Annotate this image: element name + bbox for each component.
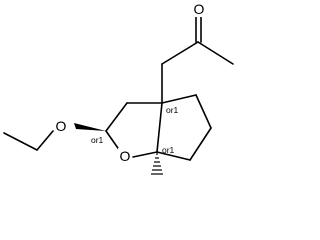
bond-o1-c6a <box>132 151 158 158</box>
bond-c3a-c4 <box>161 94 197 104</box>
oxygen-ketone-label: O <box>194 1 205 17</box>
stereo-label-c6a: or1 <box>162 145 175 155</box>
bond-ch2-carbonyl <box>161 41 199 65</box>
bond-c2-o1 <box>105 130 121 152</box>
hashed-bond-c6a-h <box>151 153 163 175</box>
bond-c4-c5 <box>195 94 212 129</box>
bond-c3-c2 <box>105 102 128 132</box>
bond-c6a-c3a <box>156 102 163 153</box>
bond-c6-c6a <box>156 151 191 161</box>
bond-carbonyl-methyl <box>197 41 234 65</box>
stereo-label-c3a: or1 <box>166 105 179 115</box>
bond-c5-c6 <box>189 127 212 161</box>
oxygen-ring-label: O <box>120 148 131 164</box>
stereo-label-c2: or1 <box>91 135 104 145</box>
bond-ch2-ch3 <box>3 132 38 151</box>
bond-oethoxy-ch2 <box>36 130 54 151</box>
wedge-bond-c2-oethoxy <box>74 123 106 131</box>
chemical-structure-diagram: O O O or1 or1 or1 <box>3 1 234 175</box>
oxygen-ethoxy-label: O <box>56 118 67 134</box>
